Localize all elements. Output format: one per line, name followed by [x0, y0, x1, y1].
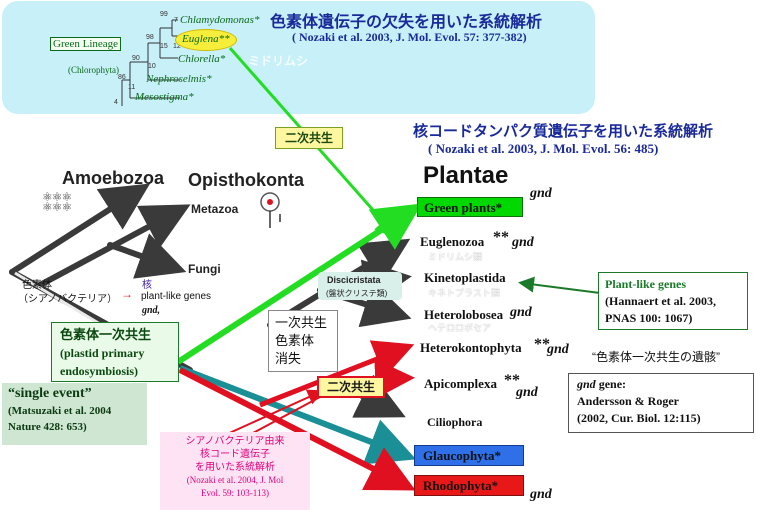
secondary-symbiosis-box-1: 二次共生	[275, 127, 343, 149]
remnant-quote: “色素体一次共生の遺骸”	[592, 350, 720, 364]
label-fungi: Fungi	[188, 262, 221, 276]
box-green-plants: Green plants*	[417, 197, 523, 217]
gnd-gene-word: gene:	[595, 377, 627, 391]
euglena-highlight	[175, 29, 237, 51]
gnd-apicomplexa: gnd	[516, 385, 538, 400]
top-panel-title: 色素体遺伝子の欠失を用いた系統解析	[270, 14, 543, 31]
support-99: 99	[160, 11, 168, 18]
primary-loss-box: 一次共生 色素体 消失	[268, 310, 338, 372]
gnd-green-plants: gnd	[530, 186, 552, 201]
support-98: 98	[146, 34, 154, 41]
label-opisthokonta: Opisthokonta	[188, 170, 304, 190]
euglenozoa-kana: ミドリムシ類	[428, 252, 483, 262]
taxon-euglenozoa: Euglenozoa	[420, 234, 485, 249]
primary-loss-line1: 一次共生	[275, 315, 328, 330]
cyano-line2: 核コード遺伝子	[200, 449, 270, 460]
taxon-euglena: Euglena**	[182, 33, 230, 45]
label-metazoa: Metazoa	[191, 202, 239, 216]
euglenozoa-stars: **	[493, 229, 509, 246]
branch-rhodophyta	[178, 367, 416, 491]
cyano-cite1: (Nozaki et al. 2004, J. Mol	[186, 475, 284, 485]
plastid-label-1: 色素体	[22, 280, 52, 291]
sperm-cell-icon	[260, 192, 281, 228]
gnd-heterolobosea: gnd	[510, 305, 532, 320]
nuclear-title: 核コードタンパク質遺伝子を用いた系統解析	[413, 123, 714, 140]
plastid-label-2: （シアノバクテリア）	[18, 294, 118, 305]
branch-green-plants	[176, 203, 423, 365]
plant-like-title: Plant-like genes	[605, 277, 686, 291]
taxon-nephroselmis: Nephroselmis*	[146, 73, 212, 85]
nuclear-citation: ( Nozaki et al. 2003, J. Mol. Evol. 56: …	[428, 141, 659, 156]
support-90: 90	[132, 55, 140, 62]
primary-loss-line3: 消失	[275, 351, 302, 366]
taxon-chlamydomonas: Chlamydomonas*	[180, 14, 260, 26]
primary-line3: endosymbiosis)	[60, 364, 139, 378]
taxon-heterolobosea: Heterolobosea	[424, 307, 504, 322]
support-86: 86	[118, 74, 126, 81]
label-discicristata-kana: (盤状クリステ類)	[326, 289, 388, 298]
support-12: 12	[173, 43, 181, 50]
gnd-gene-line2: Andersson & Roger	[577, 394, 679, 408]
label-plantae: Plantae	[423, 162, 509, 189]
support-4: 4	[114, 99, 118, 106]
gnd-rhodophyta: gnd	[530, 487, 552, 502]
kinetoplastida-kana: キネトプラスト類	[428, 288, 500, 298]
plastid-arrow: →	[121, 287, 133, 301]
support-11: 11	[128, 84, 136, 91]
matsuzaki-2: Nature 428: 653)	[8, 421, 87, 433]
discicristata-box	[318, 272, 402, 300]
cyano-genes-box: シアノバクテリア由来 核コード遺伝子 を用いた系統解析 (Nozaki et a…	[160, 432, 310, 510]
apicomplexa-stars: **	[504, 372, 520, 389]
amoeba-icon: ⚛⚛⚛⚛⚛⚛	[42, 190, 72, 214]
nucleus-label: 核	[142, 280, 152, 291]
support-15: 15	[160, 43, 168, 50]
plant-like-cite1: (Hannaert et al. 2003,	[605, 294, 716, 308]
primary-endosymbiosis-box: 色素体一次共生 (plastid primary endosymbiosis)	[51, 322, 179, 382]
plant-like-genes-label: plant-like genes	[141, 291, 212, 302]
single-event-box: “single event” (Matsuzaki et al. 2004 Na…	[2, 383, 147, 445]
secondary-symbiosis-box-2: 二次共生	[317, 376, 385, 398]
branch-amoebozoa	[9, 183, 151, 275]
taxon-kinetoplastida: Kinetoplastida	[424, 270, 506, 285]
chlorophyta-label: (Chlorophyta)	[68, 65, 119, 75]
gnd-gene-box: gnd gene: Andersson & Roger (2002, Cur. …	[568, 373, 754, 433]
gnd-left-label: gnd,	[142, 305, 161, 316]
taxon-heterokontophyta: Heterokontophyta	[420, 340, 522, 355]
gnd-heterokontophyta: gnd	[547, 342, 569, 357]
heterolobosea-kana: ヘテロロボセア	[428, 323, 492, 333]
box-glaucophyta: Glaucophyta*	[414, 445, 524, 466]
label-amoebozoa: Amoebozoa	[62, 168, 165, 188]
box-rhodophyta: Rhodophyta*	[414, 475, 524, 496]
taxon-mesostigma: Mesostigma*	[135, 91, 194, 103]
cyano-cite2: Evol. 59: 103-113)	[201, 488, 269, 498]
support-7: 7	[174, 17, 178, 24]
taxon-ciliophora: Ciliophora	[427, 415, 483, 429]
support-10: 10	[148, 63, 156, 70]
cyano-line3: を用いた系統解析	[195, 462, 275, 473]
cyano-line1: シアノバクテリア由来	[185, 436, 285, 447]
label-discicristata: Discicristata	[327, 275, 381, 285]
green-lineage-tree	[121, 19, 180, 106]
top-panel-citation: ( Nozaki et al. 2003, J. Mol. Evol. 57: …	[292, 30, 527, 44]
taxon-chlorella: Chlorella*	[178, 53, 226, 65]
plant-like-genes-box: Plant-like genes (Hannaert et al. 2003, …	[598, 272, 748, 330]
taxon-apicomplexa: Apicomplexa	[424, 376, 497, 391]
matsuzaki-1: (Matsuzaki et al. 2004	[8, 405, 112, 417]
mido-label-top: ミドリムシ	[248, 54, 309, 68]
single-event-title: “single event”	[8, 386, 92, 401]
primary-loss-line2: 色素体	[275, 333, 315, 348]
primary-line2: (plastid primary	[60, 346, 145, 360]
primary-line1: 色素体一次共生	[60, 327, 152, 342]
top-panel	[2, 1, 595, 114]
gnd-gene-title: gnd gene:	[577, 376, 745, 393]
gnd-euglenozoa: gnd	[512, 235, 534, 250]
gnd-gene-line3: (2002, Cur. Biol. 12:115)	[577, 411, 701, 425]
gnd-gene-gnd: gnd	[577, 377, 596, 391]
heterokontophyta-stars: **	[534, 336, 550, 353]
green-lineage-label: Green Lineage	[50, 37, 122, 51]
plant-like-cite2: PNAS 100: 1067)	[605, 311, 693, 325]
branch-fungi	[107, 233, 187, 279]
